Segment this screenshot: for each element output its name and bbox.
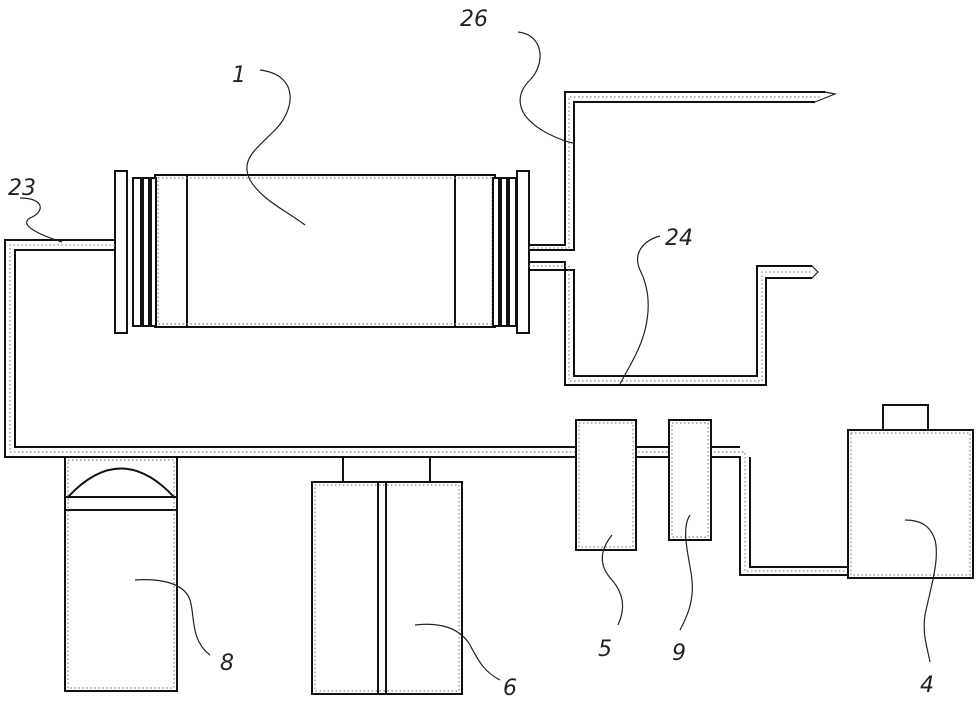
label-unit-9: 9 [672,641,686,666]
tank-4 [847,404,974,579]
unit-9 [668,419,712,541]
main-cylinder [154,174,496,328]
leader-unit-5 [601,534,624,626]
label-unit-8: 8 [220,651,234,676]
vessel-8 [64,456,178,692]
leader-unit-9 [679,514,693,631]
unit-5 [575,419,637,551]
leader-left-pipe [19,197,63,243]
left-flange [114,170,157,334]
cabinet-6 [311,456,463,695]
right-flange [492,170,530,334]
leader-cabinet-6 [414,623,501,681]
lower-pipe [529,261,819,386]
label-main-body: 1 [232,63,246,88]
leader-unit-8 [134,579,211,656]
leader-lower-pipe [619,235,661,385]
label-left-pipe: 23 [8,176,36,201]
label-upper-pipe: 26 [460,7,488,32]
label-cabinet-6: 6 [503,676,517,701]
leader-main-body [246,69,306,226]
label-tank-4: 4 [920,673,934,698]
leader-tank-4 [904,519,937,663]
leader-upper-pipe [517,31,574,144]
label-unit-5: 5 [598,637,612,662]
leader-lines [19,31,937,681]
label-lower-pipe: 24 [665,226,693,251]
upper-pipe [529,91,838,251]
